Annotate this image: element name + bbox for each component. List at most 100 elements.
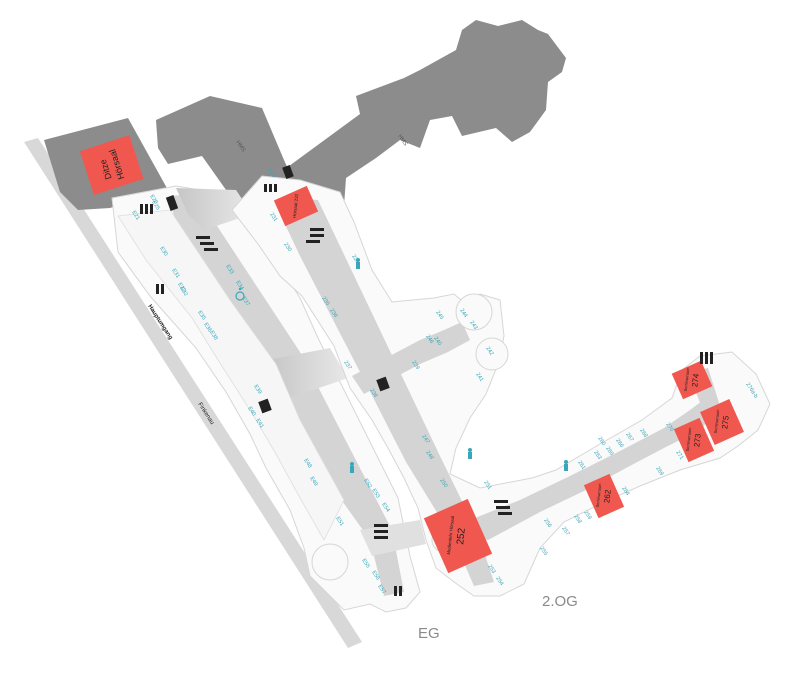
room-230: 230 bbox=[282, 242, 292, 253]
room-253: 253 bbox=[486, 564, 496, 575]
room-258: 258 bbox=[572, 514, 582, 525]
room-e22: E22 bbox=[176, 282, 186, 293]
room-e49: E49 bbox=[308, 476, 318, 487]
room-242: 242 bbox=[484, 346, 494, 357]
room-269: 269 bbox=[654, 466, 664, 477]
eg-west-rooms bbox=[117, 209, 345, 541]
room-255: 255 bbox=[538, 546, 548, 557]
seminar-273-label: Seminarraum bbox=[685, 427, 693, 452]
hoersaal-232-label: Hörsaal 232 bbox=[292, 193, 300, 218]
seminar-274-label: Seminarraum bbox=[683, 367, 691, 392]
elevator-eg-mid[interactable] bbox=[258, 398, 272, 414]
room-e31: E31 bbox=[170, 268, 180, 279]
room-270: 270 bbox=[664, 422, 674, 433]
room-254: 254 bbox=[494, 576, 504, 587]
hms-west-building bbox=[156, 96, 292, 204]
og2-corridor-east bbox=[470, 398, 716, 540]
room-236: 236 bbox=[328, 308, 338, 319]
restroom-icon-1 bbox=[356, 258, 360, 269]
room-e36: E36 bbox=[202, 322, 212, 333]
seminar-275[interactable] bbox=[700, 399, 744, 445]
hoersaal-252-num: 252 bbox=[455, 527, 468, 545]
elevator-og-mid[interactable] bbox=[376, 376, 390, 392]
seminar-273[interactable] bbox=[673, 417, 715, 463]
room-246: 246 bbox=[424, 334, 434, 345]
room-257: 257 bbox=[560, 526, 570, 537]
room-e57: E57 bbox=[376, 584, 386, 595]
room-e35: E35 bbox=[196, 310, 206, 321]
room-220: 220 bbox=[266, 168, 276, 179]
room-244: 244 bbox=[458, 308, 468, 319]
hoersaal-232[interactable] bbox=[273, 185, 319, 227]
floor-label-2og: 2.OG bbox=[542, 593, 578, 610]
room-e33: E33 bbox=[224, 264, 234, 275]
room-271: 271 bbox=[674, 450, 684, 461]
restroom-icon-3 bbox=[350, 462, 354, 473]
room-251: 251 bbox=[482, 480, 492, 491]
seminar-262-num: 262 bbox=[602, 489, 612, 504]
room-e40: E40 bbox=[246, 406, 256, 417]
restroom-icon-2 bbox=[468, 448, 472, 459]
room-e41: E41 bbox=[254, 418, 264, 429]
room-237: 237 bbox=[342, 360, 352, 371]
stairs-icon-1 bbox=[140, 204, 153, 214]
og2-apse-b bbox=[475, 337, 509, 371]
hoersaal-252[interactable] bbox=[423, 498, 493, 574]
hms-east-building bbox=[270, 20, 566, 214]
room-247: 247 bbox=[420, 434, 430, 445]
og2-corridor-branch bbox=[352, 322, 470, 394]
room-261: 261 bbox=[576, 460, 586, 471]
room-259: 259 bbox=[582, 510, 592, 521]
room-e52: E52 bbox=[362, 478, 372, 489]
room-e25: E25 bbox=[150, 200, 160, 211]
eg-connector bbox=[176, 188, 252, 230]
room-239: 239 bbox=[410, 360, 420, 371]
room-e55: E55 bbox=[360, 558, 370, 569]
seminar-262-label: Seminarraum bbox=[595, 483, 603, 508]
room-e38: E38 bbox=[208, 330, 218, 341]
room-267: 267 bbox=[624, 432, 634, 443]
room-256: 256 bbox=[542, 518, 552, 529]
accessible-icon bbox=[235, 287, 245, 301]
stairs-icon-3 bbox=[264, 184, 277, 192]
eg-connector-2 bbox=[268, 348, 348, 398]
room-e37: E37 bbox=[240, 296, 250, 307]
seminar-275-label: Seminarraum bbox=[713, 409, 721, 434]
og2-apse-a bbox=[455, 293, 493, 331]
stairs-icon-2 bbox=[196, 236, 218, 251]
finkenau-street bbox=[24, 138, 362, 648]
seminar-274[interactable] bbox=[671, 360, 713, 400]
seminar-262[interactable] bbox=[583, 473, 625, 519]
stairs-icon-7 bbox=[700, 352, 713, 364]
elevator-eg-north[interactable] bbox=[165, 195, 179, 211]
og2-room-labels: 220 221 230 231 235 236 237 238 239 240 … bbox=[266, 168, 758, 587]
room-e34: E34 bbox=[234, 280, 244, 291]
room-e56: E56 bbox=[370, 570, 380, 581]
room-240: 240 bbox=[432, 336, 442, 347]
elevator-og-north[interactable] bbox=[282, 164, 294, 180]
eg-room-labels: E20 E21 E22 E25 E30 E31 E32 E33 E34 E35 … bbox=[130, 194, 390, 595]
stairs-icon-9 bbox=[156, 284, 164, 294]
room-241: 241 bbox=[474, 372, 484, 383]
room-235: 235 bbox=[320, 296, 330, 307]
room-e30: E30 bbox=[158, 246, 168, 257]
og2-corridor-diag bbox=[282, 198, 494, 586]
room-243: 243 bbox=[468, 320, 478, 331]
room-e54: E54 bbox=[380, 502, 390, 513]
room-264: 264 bbox=[620, 486, 630, 497]
room-e39: E39 bbox=[252, 384, 262, 395]
room-e51: E51 bbox=[334, 516, 344, 527]
restroom-icon-4 bbox=[564, 460, 568, 471]
stairs-icon-8 bbox=[394, 586, 402, 596]
room-260: 260 bbox=[596, 436, 606, 447]
room-e21: E21 bbox=[130, 210, 140, 221]
room-248: 248 bbox=[424, 450, 434, 461]
room-e53: E53 bbox=[370, 488, 380, 499]
seminar-274-num: 274 bbox=[690, 373, 700, 388]
room-e48: E48 bbox=[302, 458, 312, 469]
ditze-hoersaal[interactable] bbox=[79, 135, 144, 195]
floor-label-eg: EG bbox=[418, 625, 440, 642]
room-268: 268 bbox=[638, 428, 648, 439]
room-263: 263 bbox=[592, 450, 602, 461]
